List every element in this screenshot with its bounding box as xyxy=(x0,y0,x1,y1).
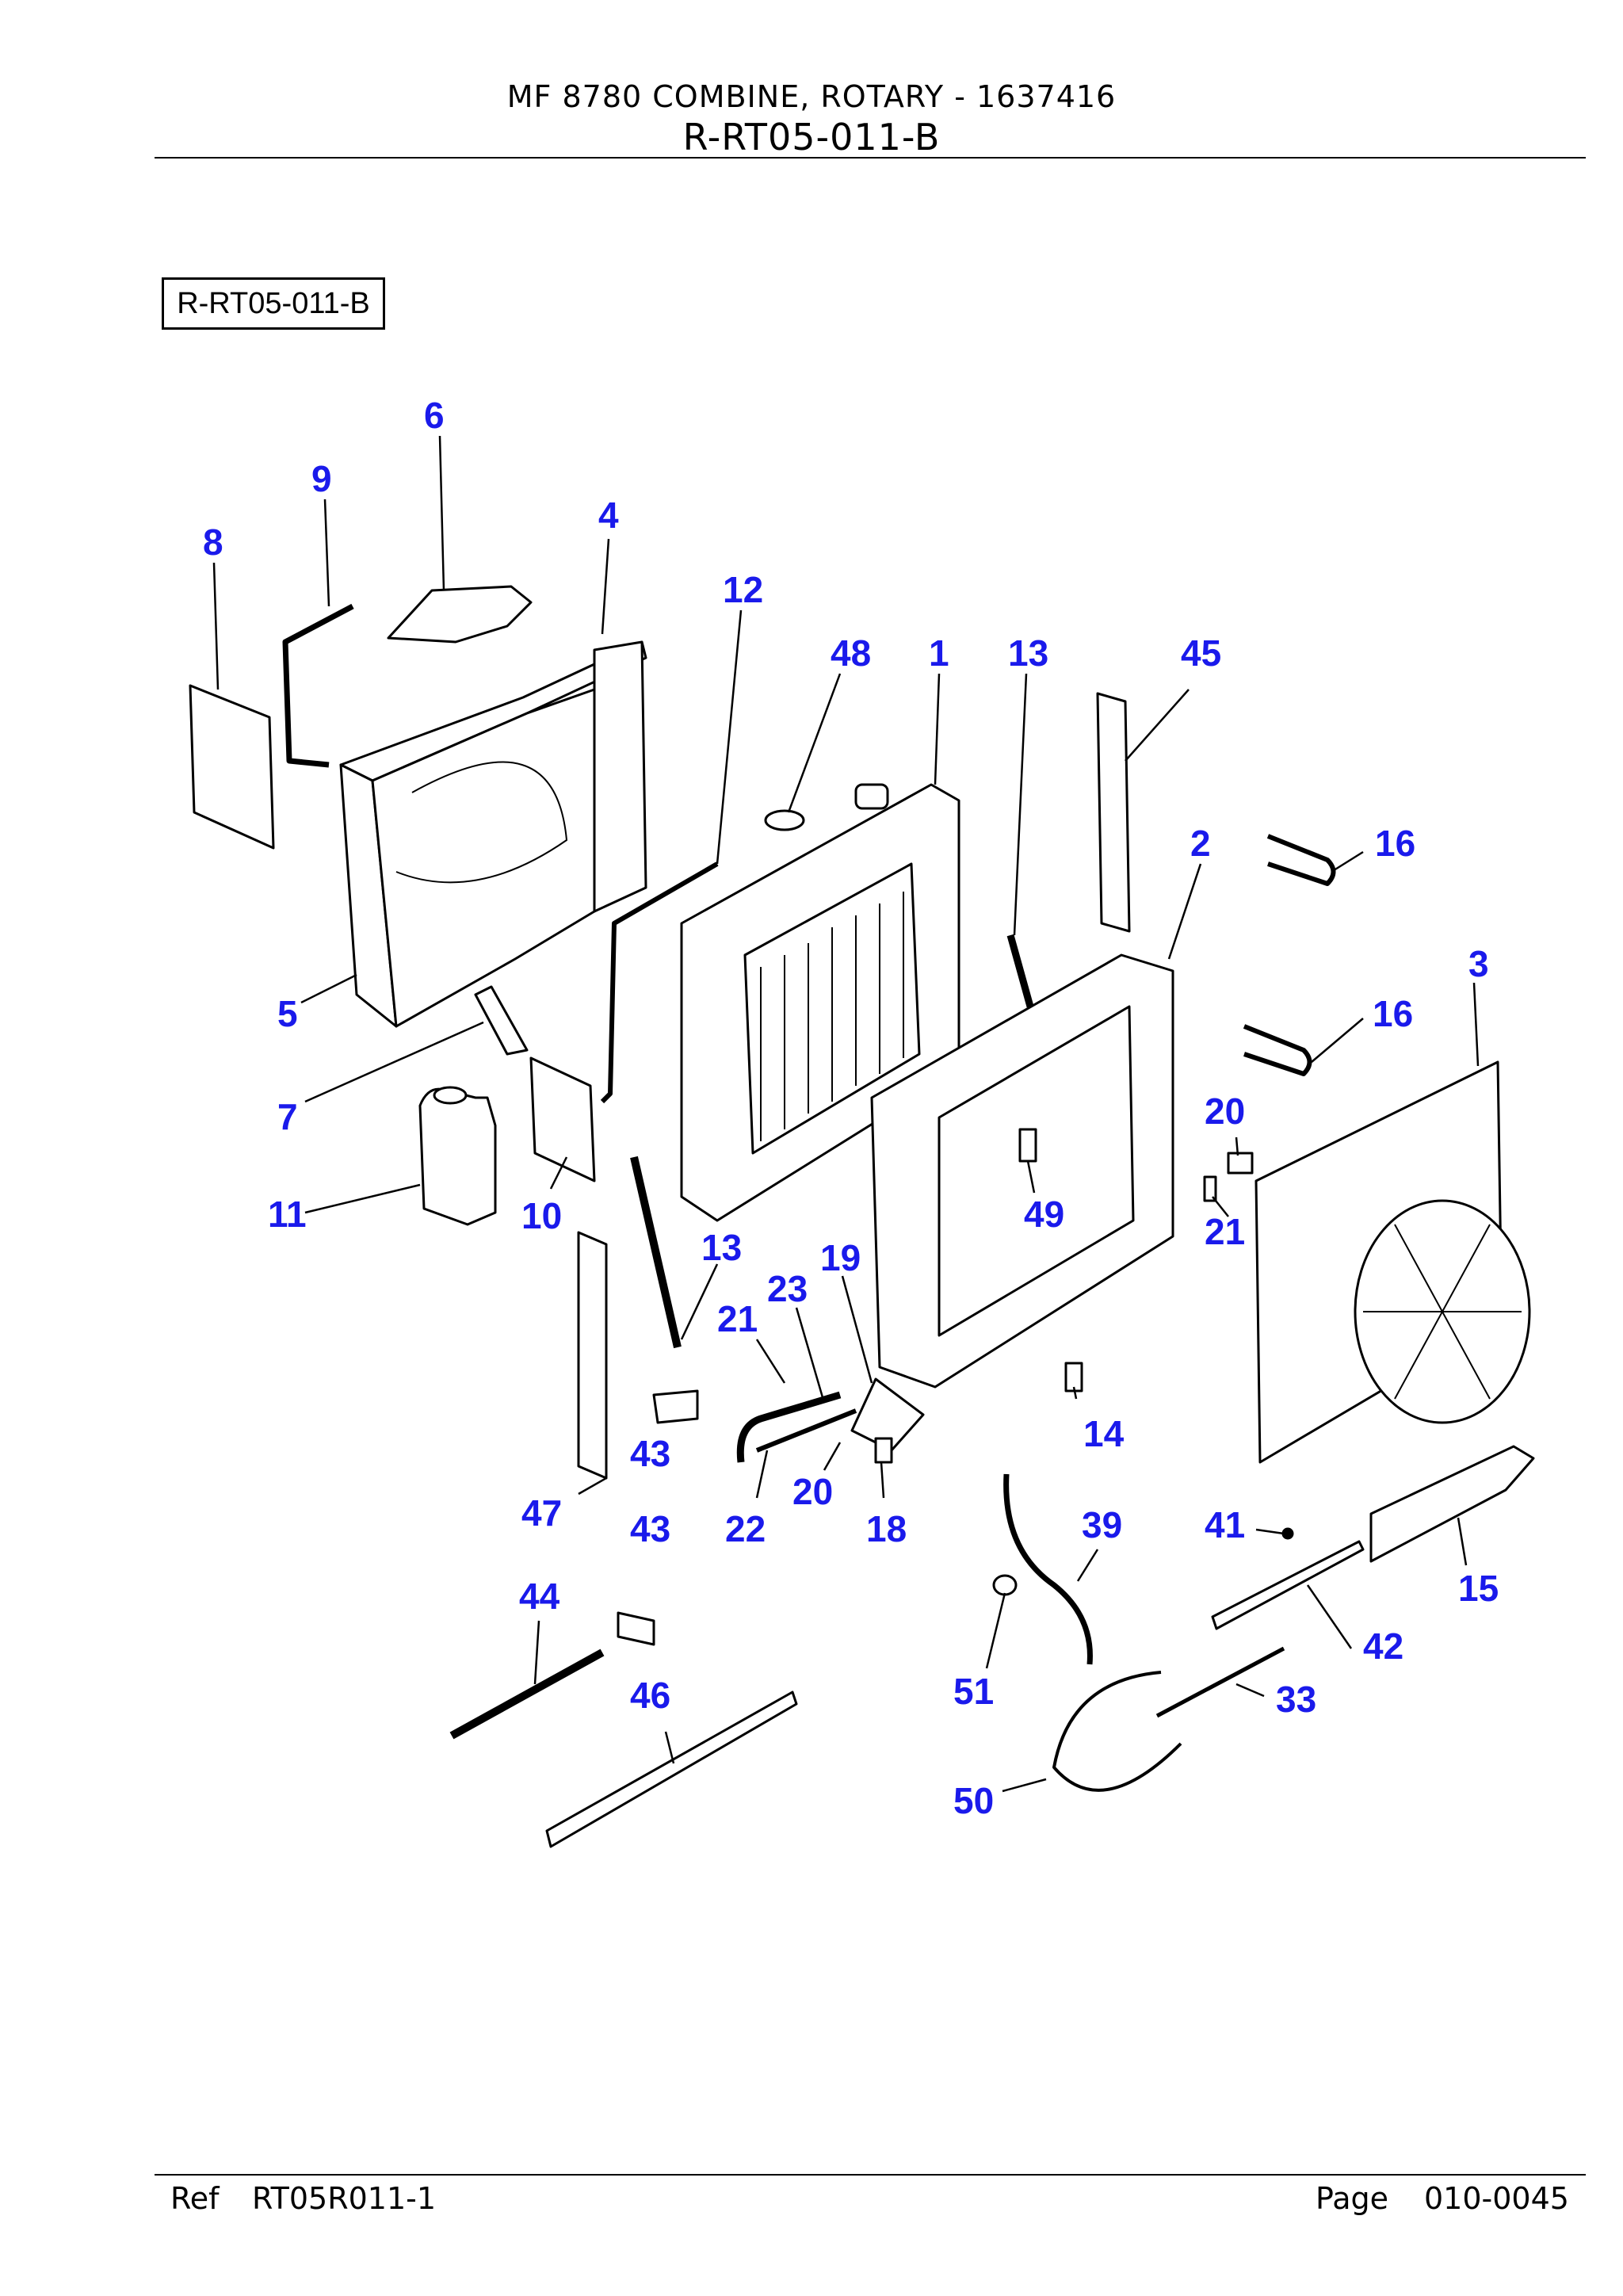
shroud-opening xyxy=(395,761,568,884)
callout-20-lower: 20 xyxy=(792,1471,833,1512)
part-39-hose xyxy=(1003,1473,1093,1665)
part-15-cover xyxy=(1369,1445,1535,1563)
part-44-rod xyxy=(449,1648,605,1740)
callout-7: 7 xyxy=(277,1096,298,1137)
callout-15: 15 xyxy=(1458,1568,1499,1609)
part-51-clamp xyxy=(992,1574,1018,1596)
callout-11: 11 xyxy=(268,1194,307,1235)
callout-23: 23 xyxy=(767,1268,808,1309)
callout-8: 8 xyxy=(203,521,223,563)
part-9-bracket xyxy=(282,603,354,768)
callout-1: 1 xyxy=(929,632,949,674)
part-2-frame-inner xyxy=(938,1005,1135,1337)
callout-42: 42 xyxy=(1363,1626,1403,1667)
part-45-bracket xyxy=(1096,692,1131,933)
part-14-clip xyxy=(1064,1362,1083,1392)
callout-14: 14 xyxy=(1083,1413,1125,1454)
footer-ref-label: Ref xyxy=(170,2181,220,2216)
diagram-code: R-RT05-011-B xyxy=(682,116,941,159)
callout-45: 45 xyxy=(1181,632,1221,674)
callout-21-lower: 21 xyxy=(717,1298,758,1339)
callout-3: 3 xyxy=(1468,943,1489,984)
radiator-inlet xyxy=(854,783,889,810)
callout-19: 19 xyxy=(820,1237,861,1278)
callout-51: 51 xyxy=(953,1671,994,1712)
footer-rule xyxy=(155,2174,1586,2176)
callout-10: 10 xyxy=(521,1195,562,1236)
callout-12: 12 xyxy=(723,569,763,610)
footer-page-value: 010-0045 xyxy=(1424,2181,1569,2216)
part-50-cable xyxy=(1052,1671,1182,1792)
callout-43-upper: 43 xyxy=(630,1433,670,1474)
part-49-clip xyxy=(1018,1128,1037,1163)
part-18-clip xyxy=(874,1437,893,1464)
part-11-reservoir xyxy=(418,1087,497,1226)
callout-48: 48 xyxy=(831,632,871,674)
part-10-panel xyxy=(529,1056,596,1182)
fan-spokes xyxy=(1363,1224,1522,1400)
part-43-bracket-lower xyxy=(617,1611,655,1646)
part-43-bracket-upper xyxy=(652,1389,699,1424)
callout-labels: 6 9 4 8 12 48 1 13 45 2 16 3 16 5 7 20 1… xyxy=(203,395,1499,1821)
part-6-duct-cover xyxy=(387,585,533,644)
document-title: MF 8780 COMBINE, ROTARY - 1637416 xyxy=(506,79,1117,114)
part-41-nut xyxy=(1281,1527,1294,1540)
part-23-hose xyxy=(755,1408,857,1453)
header-rule xyxy=(155,157,1586,159)
part-16-ubolt-lower xyxy=(1243,1024,1312,1076)
callout-16-upper: 16 xyxy=(1375,823,1415,864)
callout-44: 44 xyxy=(519,1576,560,1617)
callout-50: 50 xyxy=(953,1780,994,1821)
callout-33: 33 xyxy=(1276,1679,1316,1720)
callout-18: 18 xyxy=(866,1508,907,1549)
part-22-hose xyxy=(736,1391,842,1463)
part-46-strip xyxy=(545,1690,798,1848)
callout-46: 46 xyxy=(630,1675,670,1716)
callout-20-upper: 20 xyxy=(1205,1091,1245,1132)
callout-21-upper: 21 xyxy=(1205,1211,1245,1252)
callout-6: 6 xyxy=(424,395,445,436)
diagram-label-box: R-RT05-011-B xyxy=(162,277,385,330)
part-4-shroud-right xyxy=(593,640,647,913)
part-20-clip-upper xyxy=(1227,1152,1254,1175)
part-21-bolt-upper xyxy=(1203,1175,1217,1202)
part-13-strut-upper xyxy=(1006,934,1034,1008)
callout-47: 47 xyxy=(521,1492,562,1534)
radiator-fins xyxy=(760,892,904,1141)
leader-lines xyxy=(212,435,1480,1793)
callout-5: 5 xyxy=(277,993,298,1034)
part-8-side-panel xyxy=(189,684,275,850)
callout-43-lower: 43 xyxy=(630,1508,670,1549)
part-drawings xyxy=(189,585,1535,1848)
reservoir-cap xyxy=(433,1086,468,1105)
part-42-strip xyxy=(1211,1540,1365,1630)
part-47-bracket xyxy=(577,1231,608,1480)
callout-39: 39 xyxy=(1082,1504,1122,1545)
callout-49: 49 xyxy=(1024,1194,1064,1235)
part-33-rod xyxy=(1155,1646,1285,1718)
part-13-strut-lower xyxy=(630,1156,682,1349)
part-48-cap xyxy=(764,809,805,831)
part-12-rod xyxy=(600,861,719,1104)
callout-2: 2 xyxy=(1190,823,1211,864)
callout-16-lower: 16 xyxy=(1373,993,1413,1034)
footer-ref-value: RT05R011-1 xyxy=(252,2181,437,2216)
footer-page-label: Page xyxy=(1316,2181,1388,2216)
callout-13-upper: 13 xyxy=(1008,632,1048,674)
callout-9: 9 xyxy=(311,458,332,499)
callout-22: 22 xyxy=(725,1508,766,1549)
part-16-ubolt-upper xyxy=(1266,834,1336,886)
callout-41: 41 xyxy=(1205,1504,1245,1545)
callout-13-lower: 13 xyxy=(701,1227,742,1268)
callout-4: 4 xyxy=(598,495,619,536)
part-7-plate xyxy=(474,985,529,1056)
